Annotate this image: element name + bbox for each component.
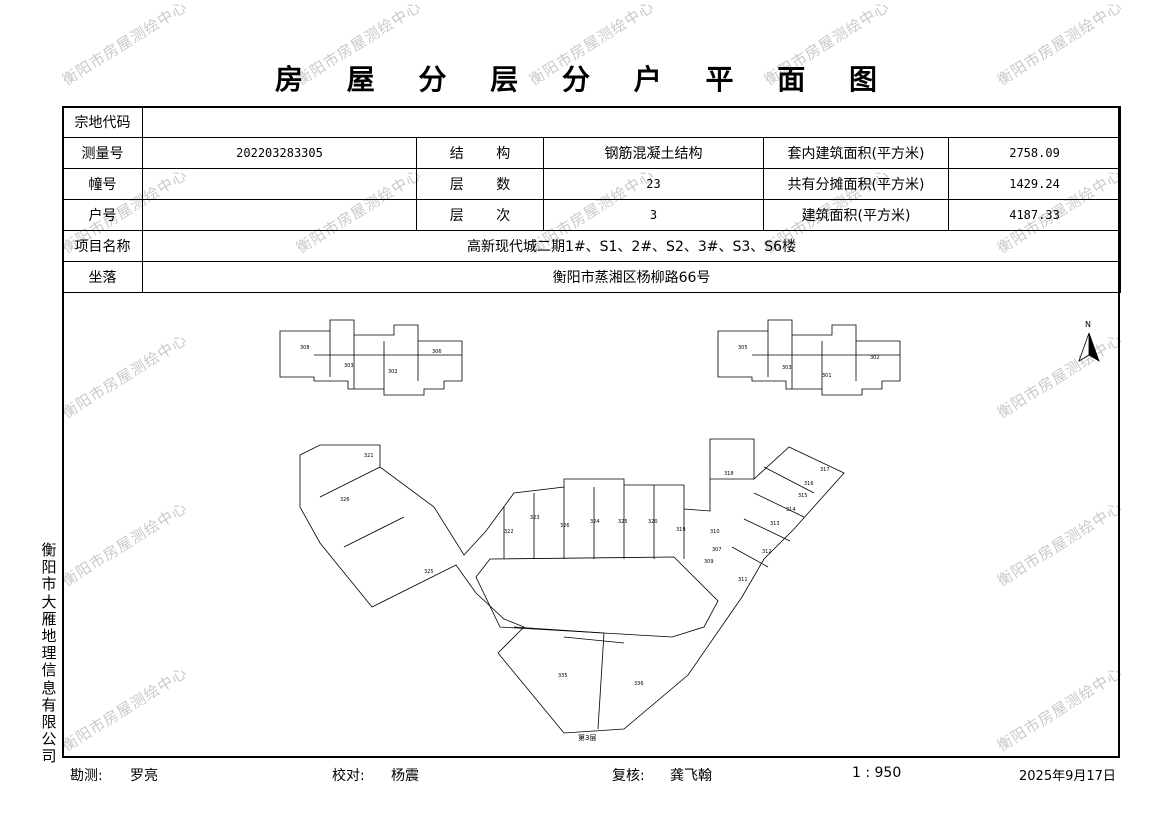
- xiangmu-label: 项目名称: [62, 230, 143, 262]
- page-title: 房 屋 分 层 分 户 平 面 图: [275, 63, 894, 96]
- jianzhu-label: 建筑面积(平方米): [763, 199, 949, 231]
- table-row: 户号 层 次 3 建筑面积(平方米) 4187.33: [62, 199, 1122, 231]
- review-name: 龚飞翰: [670, 768, 712, 784]
- room-label: 324: [590, 519, 600, 525]
- room-label: 305: [738, 345, 748, 351]
- check-label: 校对:: [332, 768, 365, 784]
- cengci-value: 3: [543, 199, 764, 231]
- taonei-label: 套内建筑面积(平方米): [763, 137, 949, 169]
- company-vertical-text: 衡阳市大雁地理信息有限公司: [41, 541, 57, 766]
- zuoluo-value: 衡阳市蒸湘区杨柳路66号: [141, 261, 1122, 293]
- room-label: 314: [786, 507, 796, 513]
- room-label: 316: [804, 481, 814, 487]
- info-table: 宗地代码 测量号 202203283305 结 构 钢筋混凝土结构 套内建筑面积…: [62, 106, 1122, 293]
- room-label: 336: [634, 681, 644, 687]
- room-labels: 308 306 303 302 305 302 303 301 326 325 …: [300, 345, 880, 687]
- room-label: 335: [558, 673, 568, 679]
- tower-top-right: [717, 319, 901, 396]
- room-label: 321: [364, 453, 374, 459]
- north-label: N: [1085, 320, 1091, 329]
- room-label: 302: [388, 369, 398, 375]
- hu-label: 户号: [62, 199, 143, 231]
- room-label: 302: [870, 355, 880, 361]
- jiegou-label: 结 构: [416, 137, 544, 169]
- celiang-label: 测量号: [62, 137, 143, 169]
- room-label: 301: [822, 373, 832, 379]
- xiangmu-value: 高新现代城二期1#、S1、2#、S2、3#、S3、S6楼: [141, 230, 1122, 262]
- room-label: 326: [340, 497, 350, 503]
- room-label: 318: [724, 471, 734, 477]
- table-row: 项目名称 高新现代城二期1#、S1、2#、S2、3#、S3、S6楼: [62, 230, 1122, 262]
- room-label: 317: [820, 467, 830, 473]
- gongyou-value: 1429.24: [947, 168, 1122, 200]
- room-label: 308: [300, 345, 310, 351]
- zongdi-value: [141, 106, 1122, 138]
- cengshu-value: 23: [543, 168, 764, 200]
- room-label: 309: [704, 559, 714, 565]
- room-label: 311: [738, 577, 748, 583]
- survey-label: 勘测:: [70, 768, 103, 784]
- room-label: 315: [798, 493, 808, 499]
- zuoluo-label: 坐落: [62, 261, 143, 293]
- zhuang-label: 幢号: [62, 168, 143, 200]
- cengshu-label: 层 数: [416, 168, 544, 200]
- hu-value: [142, 199, 417, 231]
- check-name: 杨震: [391, 768, 419, 784]
- room-label: 323: [530, 515, 540, 521]
- room-label: 313: [770, 521, 780, 527]
- jiegou-value: 钢筋混凝土结构: [543, 137, 764, 169]
- cengci-label: 层 次: [416, 199, 544, 231]
- table-row: 幢号 层 数 23 共有分摊面积(平方米) 1429.24: [62, 168, 1122, 200]
- floor-plan: 308 306 303 302 305 302 303 301 326 325 …: [279, 319, 1100, 742]
- gongyou-label: 共有分摊面积(平方米): [763, 168, 949, 200]
- table-row: 测量号 202203283305 结 构 钢筋混凝土结构 套内建筑面积(平方米)…: [62, 137, 1122, 169]
- zhuang-value: [142, 168, 417, 200]
- room-label: 325: [424, 569, 434, 575]
- room-label: 319: [676, 527, 686, 533]
- north-arrow: [1078, 332, 1100, 362]
- taonei-value: 2758.09: [947, 137, 1122, 169]
- room-label: 303: [344, 363, 354, 369]
- room-label: 303: [782, 365, 792, 371]
- date: 2025年9月17日: [1019, 769, 1116, 784]
- room-label: 310: [710, 529, 720, 535]
- zongdi-label: 宗地代码: [62, 106, 143, 138]
- room-label: 306: [432, 349, 442, 355]
- survey-name: 罗亮: [130, 768, 158, 784]
- tower-top-left: [279, 319, 463, 396]
- room-label: 322: [504, 529, 514, 535]
- celiang-value: 202203283305: [142, 137, 417, 169]
- room-label: 312: [762, 549, 772, 555]
- table-row: 宗地代码: [62, 106, 1122, 138]
- floor-label: 第3层: [578, 733, 596, 742]
- review-label: 复核:: [612, 768, 645, 784]
- room-label: 320: [648, 519, 658, 525]
- jianzhu-value: 4187.33: [947, 199, 1122, 231]
- scale: 1 : 950: [852, 765, 902, 781]
- table-row: 坐落 衡阳市蒸湘区杨柳路66号: [62, 261, 1122, 293]
- room-label: 307: [712, 547, 722, 553]
- room-label: 326: [560, 523, 570, 529]
- podium-outline: [299, 438, 845, 734]
- room-label: 325: [618, 519, 628, 525]
